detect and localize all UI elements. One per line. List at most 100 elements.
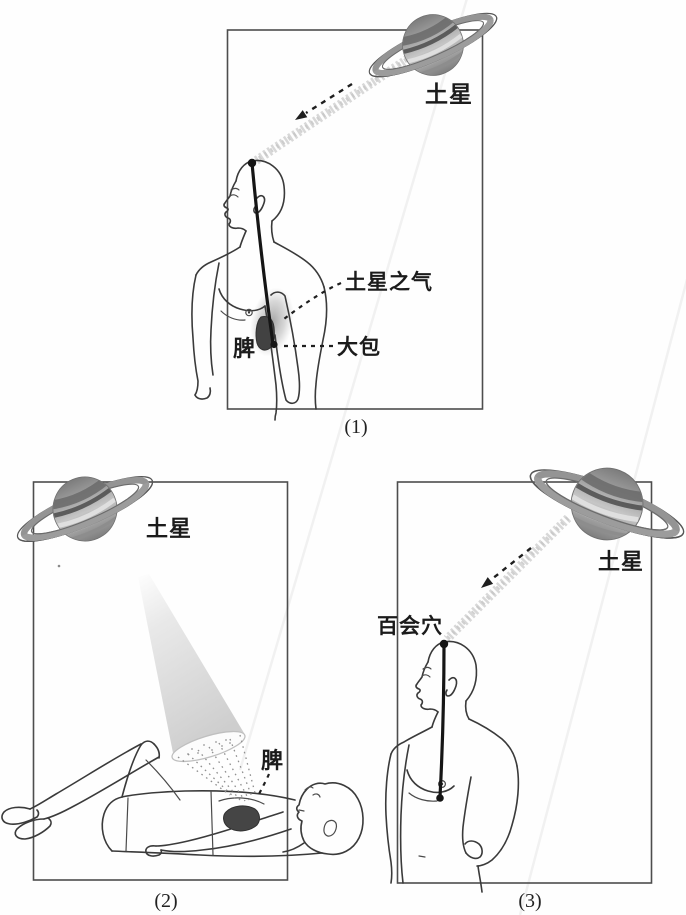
figure-ear <box>323 819 338 837</box>
figure-shoulder-left <box>390 726 433 755</box>
figure-hand-left <box>194 387 212 400</box>
light-cone <box>138 574 244 758</box>
figure-shoulder-right <box>468 718 518 767</box>
figure-face <box>415 661 439 713</box>
meridian-line <box>250 162 275 345</box>
baihui-label: 百会穴 <box>377 614 443 638</box>
saturn-label: 土星 <box>598 549 644 574</box>
figure-hip <box>101 796 123 852</box>
meridian-line <box>438 643 446 798</box>
figure-brow <box>230 187 240 191</box>
spleen-organ <box>223 805 260 832</box>
figure-hip-line <box>477 865 483 893</box>
figure-forearm <box>270 291 301 405</box>
figure-hand <box>145 845 163 857</box>
scan-streak <box>238 0 468 771</box>
figure-chest <box>218 288 266 312</box>
figure-neck <box>282 842 305 853</box>
direction-arrowhead <box>295 110 308 120</box>
panel-caption: (2) <box>154 890 177 912</box>
saturn-planet <box>5 451 164 567</box>
direction-arrow <box>491 547 532 580</box>
figure-neck-front <box>239 230 247 248</box>
figure-head <box>235 159 286 222</box>
figure-face <box>223 180 247 232</box>
figure-head <box>295 782 364 856</box>
figure-shirt-edge <box>210 790 214 856</box>
panel-caption: (3) <box>518 890 541 912</box>
figure-underchest <box>220 310 246 321</box>
figure-shoulder-right <box>273 241 325 288</box>
baihui-point <box>439 639 449 649</box>
chest-point <box>436 794 444 802</box>
figure-thigh <box>121 744 142 798</box>
figure-knee <box>140 740 155 746</box>
panel-caption: (1) <box>344 416 367 438</box>
standing-figure <box>191 159 328 421</box>
dabao-point <box>270 340 278 349</box>
cone-mouth <box>171 730 246 763</box>
figure-torso-front <box>399 744 410 884</box>
panel-3: 百会穴 土星 (3) <box>377 441 686 912</box>
qi-leader-line <box>283 281 342 320</box>
figure-torso-top <box>121 789 296 801</box>
figure-ear <box>253 195 266 214</box>
ink-speck <box>57 564 61 568</box>
figure-back <box>314 286 328 410</box>
figure-nose <box>304 786 314 791</box>
panel-1-border <box>226 29 484 410</box>
light-rays <box>177 734 256 802</box>
saturn-planet <box>518 441 686 567</box>
figure-shin-2 <box>43 756 160 820</box>
scan-streak <box>518 278 686 915</box>
figure-brow <box>422 666 432 670</box>
figure-neck-back <box>464 700 470 720</box>
figure-shoulder-left <box>195 246 241 276</box>
figure-shin-1 <box>29 743 142 810</box>
figure-nipple <box>245 308 253 317</box>
figure-hand-behind-back <box>464 840 483 860</box>
saturn-label: 土星 <box>425 81 473 107</box>
figure-neck-back <box>270 220 275 243</box>
panel-3-border <box>396 481 653 884</box>
figure-lips <box>298 809 305 812</box>
figure-arm-left-inner <box>209 262 220 376</box>
spleen-leader-line <box>257 773 271 797</box>
spleen-label: 脾 <box>261 748 284 773</box>
figure-arm-upper <box>155 811 284 847</box>
figure-eye <box>229 194 239 198</box>
figure-arm-right <box>476 765 520 867</box>
figure-eye <box>421 674 431 678</box>
panel-1: 土星 土星之气 大包 脾 (1) <box>191 0 509 438</box>
standing-figure <box>384 640 520 893</box>
figure-foot-1 <box>1 806 40 825</box>
figure-navel <box>418 855 426 858</box>
direction-arrowhead <box>481 577 494 588</box>
figure-foot-2 <box>14 817 52 840</box>
figure-arm-left <box>384 753 393 884</box>
figure-shorts-edge <box>125 797 129 852</box>
figure-chest <box>406 769 455 794</box>
figure-eye <box>312 793 321 798</box>
crown-point <box>247 158 257 168</box>
panel-2: 土星 脾 (2) <box>1 451 364 912</box>
figure-underchest <box>408 792 438 802</box>
panel-2-border <box>32 481 289 881</box>
qi-label: 土星之气 <box>345 270 433 294</box>
figure-nipple-dot <box>247 311 251 314</box>
figure-ear <box>445 677 458 697</box>
figure-inner-thigh <box>145 759 181 801</box>
figure-arm-right-inner <box>461 776 472 854</box>
figure-arm-lower <box>160 828 292 853</box>
lying-figure <box>1 740 364 858</box>
saturn-label: 土星 <box>146 516 192 541</box>
direction-arrow <box>305 82 353 115</box>
dabao-label: 大包 <box>337 335 381 359</box>
figure-chest-line <box>218 797 265 805</box>
figure-arm-left <box>191 274 199 396</box>
figure-body-bottom <box>111 850 323 858</box>
figure-neck-front <box>431 711 439 728</box>
figure-head <box>427 640 478 702</box>
